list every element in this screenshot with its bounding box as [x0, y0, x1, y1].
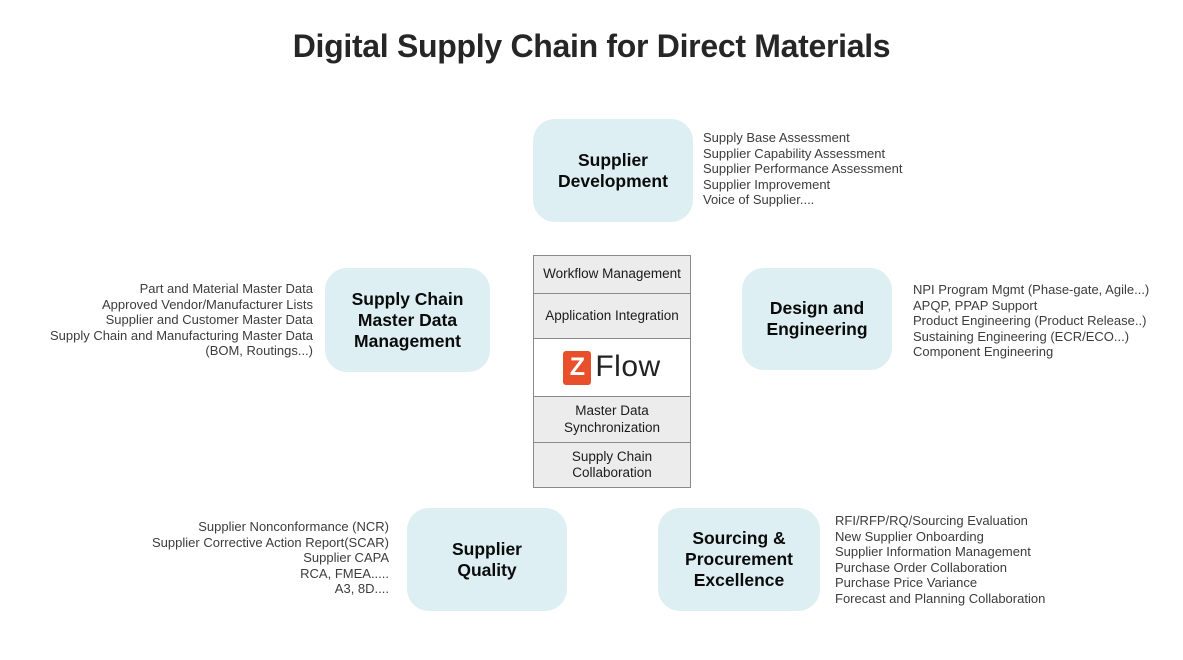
sourcing-procurement-excellence-box: Sourcing & Procurement Excellence: [658, 508, 820, 611]
zflow-logo-text: Flow: [595, 350, 661, 384]
design-and-engineering-box: Design and Engineering: [742, 268, 892, 370]
stack-cell-application-integration: Application Integration: [534, 293, 690, 338]
supplier-development-label: Supplier Development: [558, 149, 668, 191]
stack-cell-master-data-synchronization: Master Data Synchronization: [534, 396, 690, 442]
page-title: Digital Supply Chain for Direct Material…: [292, 28, 891, 64]
supplier-development-box: Supplier Development: [533, 119, 693, 222]
design-and-engineering-items: NPI Program Mgmt (Phase-gate, Agile...) …: [913, 282, 1150, 360]
zflow-logo: Z Flow: [534, 338, 690, 396]
stack-cell-workflow-management: Workflow Management: [534, 256, 690, 293]
supply-chain-master-data-management-box: Supply Chain Master Data Management: [325, 268, 490, 372]
zflow-logo-z-icon: Z: [563, 350, 592, 385]
supplier-quality-box: Supplier Quality: [407, 508, 567, 611]
supply-chain-master-data-management-items: Part and Material Master Data Approved V…: [49, 281, 313, 359]
sourcing-procurement-excellence-label: Sourcing & Procurement Excellence: [685, 528, 793, 590]
supplier-quality-items: Supplier Nonconformance (NCR) Supplier C…: [152, 519, 389, 597]
sourcing-procurement-excellence-items: RFI/RFP/RQ/Sourcing Evaluation New Suppl…: [835, 513, 1046, 606]
design-and-engineering-label: Design and Engineering: [766, 298, 868, 339]
supply-chain-master-data-management-label: Supply Chain Master Data Management: [351, 288, 464, 351]
supplier-quality-label: Supplier Quality: [451, 538, 522, 580]
supplier-development-items: Supply Base Assessment Supplier Capabili…: [703, 130, 903, 208]
zflow-platform-stack: Workflow Management Application Integrat…: [533, 255, 691, 488]
stack-cell-supply-chain-collaboration: Supply Chain Collaboration: [534, 442, 690, 487]
